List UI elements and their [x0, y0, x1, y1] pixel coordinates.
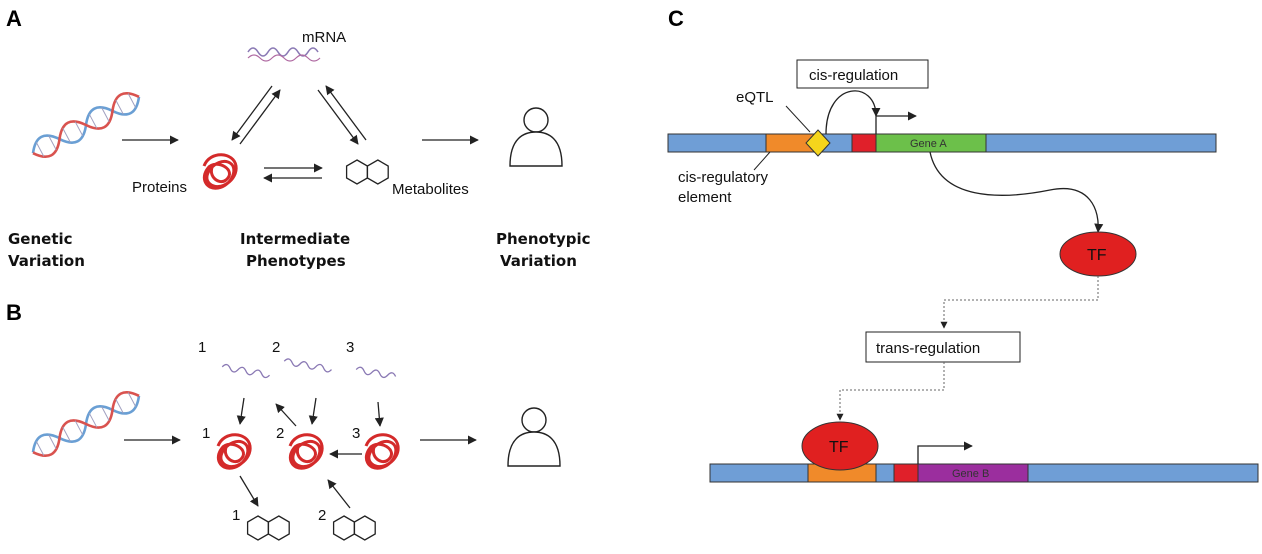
mrna-number-2: 2 — [272, 339, 280, 356]
metabolite-icon-1 — [246, 515, 290, 541]
mrna-icon-3 — [355, 366, 397, 379]
promoter-b — [893, 463, 919, 483]
dna-helix-icon-b — [26, 385, 146, 463]
protein-number-3: 3 — [352, 425, 360, 442]
person-icon-b — [507, 407, 561, 467]
arrow-mrna3-to-protein3 — [374, 401, 384, 427]
cis-regulation-label: cis-regulation — [809, 67, 898, 84]
mrna-strand-icon — [247, 54, 321, 62]
protein-icon-2 — [288, 433, 324, 470]
gene-a-label: Gene A — [910, 138, 947, 150]
mrna-label: mRNA — [302, 29, 346, 46]
arrow-mrna2-to-protein2 — [308, 397, 318, 425]
metabolites-label: Metabolites — [392, 181, 469, 198]
tf-label-bottom: TF — [829, 439, 849, 456]
tss-arrow-b — [917, 441, 973, 464]
protein-number-2: 2 — [276, 425, 284, 442]
proteins-label: Proteins — [132, 179, 187, 196]
eqtl-leader-line — [785, 105, 811, 133]
tf-ellipse-bottom — [801, 421, 879, 471]
panel-a-label: A — [6, 6, 22, 31]
arrow-mrna-to-metabolites — [317, 89, 359, 145]
protein-number-1: 1 — [202, 425, 210, 442]
protein-icon-3 — [364, 433, 400, 470]
panel-c-label: C — [668, 6, 684, 31]
mrna-icon-1 — [221, 363, 271, 379]
cis-element-label-line2: element — [678, 189, 732, 206]
tss-arrow-a — [875, 111, 917, 134]
arrow-protein2-to-mrna — [275, 403, 297, 427]
gene-b-label: Gene B — [952, 468, 989, 480]
mrna-number-1: 1 — [198, 339, 206, 356]
person-icon — [509, 107, 563, 167]
eqtl-marker — [805, 129, 831, 157]
mrna-icon-2 — [283, 358, 332, 373]
panel-b-label: B — [6, 300, 22, 325]
trans-regulation-box — [865, 331, 1021, 363]
tf-label-top: TF — [1087, 247, 1107, 264]
arrow-proteins-to-mrna — [239, 89, 281, 145]
arrow-mrna1-to-protein1 — [236, 397, 246, 425]
phenotypic-variation-line1: Phenotypic — [496, 230, 591, 248]
dotted-arrow-trans-to-tf — [836, 362, 945, 421]
gene-b-box — [917, 463, 1029, 483]
protein-icon-1 — [216, 433, 252, 470]
mrna-icon — [247, 47, 319, 57]
arrow-gene-a-to-tf — [929, 151, 1104, 233]
promoter-a — [851, 133, 877, 153]
gene-a-box — [875, 133, 987, 153]
genetic-variation-line1: Genetic — [8, 230, 73, 248]
eqtl-label: eQTL — [736, 89, 774, 106]
protein-icon — [202, 153, 238, 190]
trans-regulation-label: trans-regulation — [876, 340, 980, 357]
arrow-metabolite2-to-protein2 — [327, 479, 351, 509]
dotted-arrow-tf-to-trans — [940, 276, 1099, 329]
metabolite-icon-2 — [332, 515, 376, 541]
cis-element-label-line1: cis-regulatory — [678, 169, 769, 186]
cis-element-leader-line — [753, 151, 771, 171]
arrow-protein1-to-metabolite1 — [239, 475, 259, 507]
mrna-number-3: 3 — [346, 339, 354, 356]
metabolite-icon — [345, 159, 389, 185]
genetic-variation-line2: Variation — [8, 252, 85, 270]
intermediate-phenotypes-line2: Phenotypes — [246, 252, 346, 270]
phenotypic-variation-line2: Variation — [500, 252, 577, 270]
arrow-mrna-to-proteins — [231, 85, 273, 141]
intermediate-phenotypes-line1: Intermediate — [240, 230, 350, 248]
dna-helix-icon — [26, 86, 146, 164]
cis-regulation-arc — [825, 90, 881, 135]
arrow-metabolites-to-mrna — [325, 85, 367, 141]
metabolite-number-2: 2 — [318, 507, 326, 524]
metabolite-number-1: 1 — [232, 507, 240, 524]
cis-regulation-box — [796, 59, 929, 89]
